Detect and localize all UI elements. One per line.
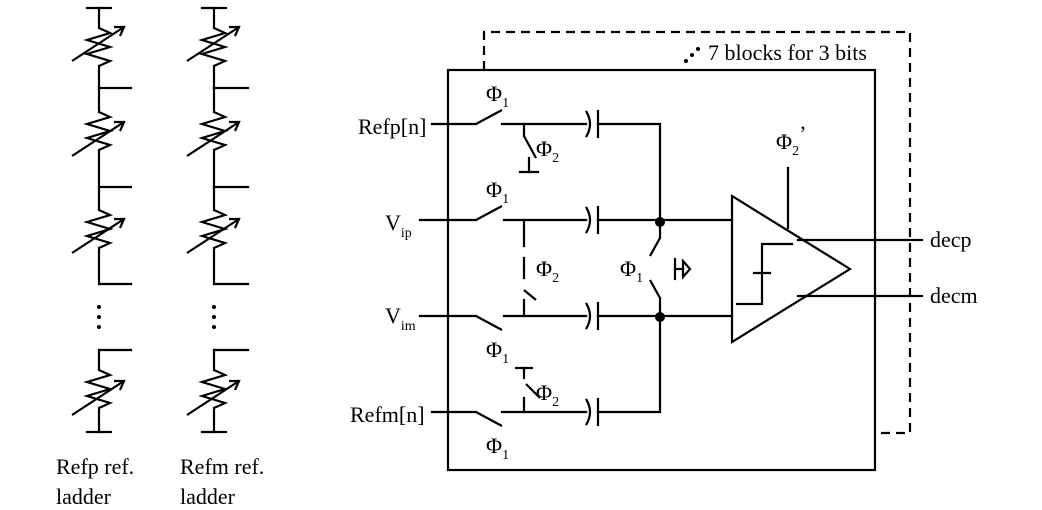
phi1-label-vip: Φ1 — [486, 177, 509, 207]
refp-ladder-label-2: ladder — [56, 484, 112, 509]
stacked-blocks-outline — [482, 30, 912, 435]
phi1-label-vim: Φ1 — [486, 337, 509, 367]
refp-ladder-label-1: Refp ref. — [56, 454, 134, 479]
switch-phi1-vip — [475, 205, 503, 221]
comparator-block-box — [446, 68, 877, 472]
phi2-label-refp: Φ2 — [536, 136, 559, 166]
refm-ladder — [186, 6, 250, 434]
decp-label: decp — [930, 227, 972, 252]
switch-phi1-refp — [475, 109, 503, 125]
switch-phi1-vim — [475, 315, 503, 331]
refm-ladder-label-2: ladder — [180, 484, 236, 509]
phi1-label-refp: Φ1 — [486, 81, 509, 111]
refm-input-label: Refm[n] — [350, 402, 425, 427]
phi1-label-refm: Φ1 — [486, 433, 509, 463]
block-note: 7 blocks for 3 bits — [708, 40, 867, 65]
phi1-label-reset: Φ1 — [620, 256, 643, 286]
refp-input-label: Refp[n] — [358, 114, 426, 139]
decm-label: decm — [930, 283, 978, 308]
capacitor-refm — [585, 397, 600, 427]
refm-ladder-label-1: Refm ref. — [180, 454, 264, 479]
capacitor-vim — [585, 301, 600, 331]
comparator-triangle — [730, 194, 853, 344]
switch-phi1-reset — [649, 237, 661, 257]
capacitor-refp — [585, 109, 600, 139]
phi2-prime-label: Φ2’ — [776, 121, 806, 159]
switch-phi2-refp — [523, 135, 537, 159]
refp-ladder — [71, 6, 133, 434]
phi2-label-refm: Φ2 — [536, 380, 559, 410]
switch-phi1-refm — [475, 411, 503, 427]
capacitor-vip — [585, 205, 600, 235]
phase-labels: Φ1 Φ1 Φ1 Φ1 Φ2 Φ2 Φ2 Φ1 Φ2’ — [486, 81, 806, 463]
stack-dots — [684, 47, 700, 63]
vip-input-label: Vip — [385, 210, 412, 241]
switch-indicator-icon — [681, 258, 692, 280]
vim-input-label: Vim — [385, 303, 416, 334]
switch-phi2-refm — [525, 383, 541, 399]
phi2-label-mid: Φ2 — [536, 256, 559, 286]
